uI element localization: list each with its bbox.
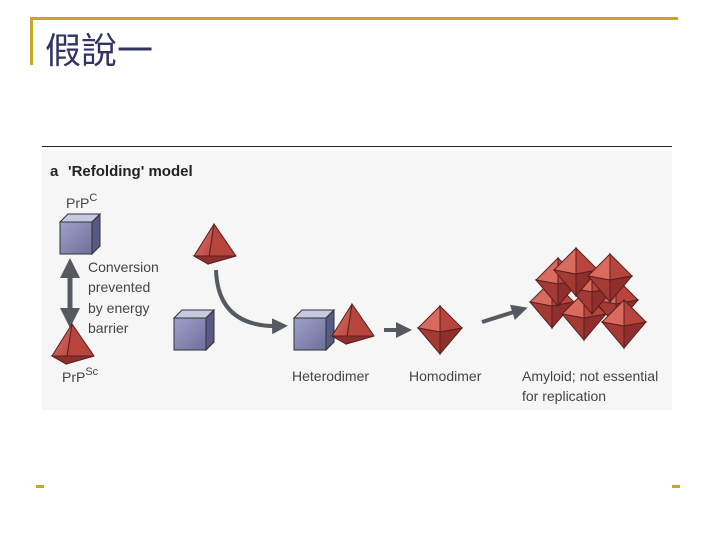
amyloid-label: Amyloid; not essential for replication (522, 368, 662, 404)
prpsc-label: PrPSc (62, 366, 99, 385)
panel-letter: a (50, 163, 59, 180)
incoming-prpsc-pyramid (193, 223, 237, 265)
prpc-cube-substrate (173, 309, 215, 351)
heterodimer-cube (293, 309, 335, 351)
refolding-model-figure: a 'Refolding' model PrPC Conversion prev… (42, 150, 672, 410)
prpc-label: PrPC (66, 192, 97, 211)
amyloid-aggregate (529, 247, 647, 349)
figure-top-rule (42, 146, 672, 147)
binding-curved-arrow (214, 269, 288, 335)
panel-title: 'Refolding' model (68, 163, 193, 180)
footer-left-mark (36, 485, 44, 488)
footer-right-mark (672, 485, 680, 488)
prpc-cube (59, 213, 101, 255)
aggregation-arrow (481, 304, 528, 324)
energy-barrier-text: Conversion prevented by energy barrier (88, 259, 163, 336)
frame-left-line (30, 17, 33, 65)
refolding-model-diagram: a 'Refolding' model PrPC Conversion prev… (50, 163, 662, 404)
slide-title: 假說一 (45, 31, 154, 72)
homodimer-label: Homodimer (409, 368, 482, 384)
heterodimer-pyramid (331, 303, 375, 345)
heterodimer-label: Heterodimer (292, 368, 369, 384)
homodimer-octahedron (417, 305, 463, 355)
frame-top-line (30, 17, 678, 20)
